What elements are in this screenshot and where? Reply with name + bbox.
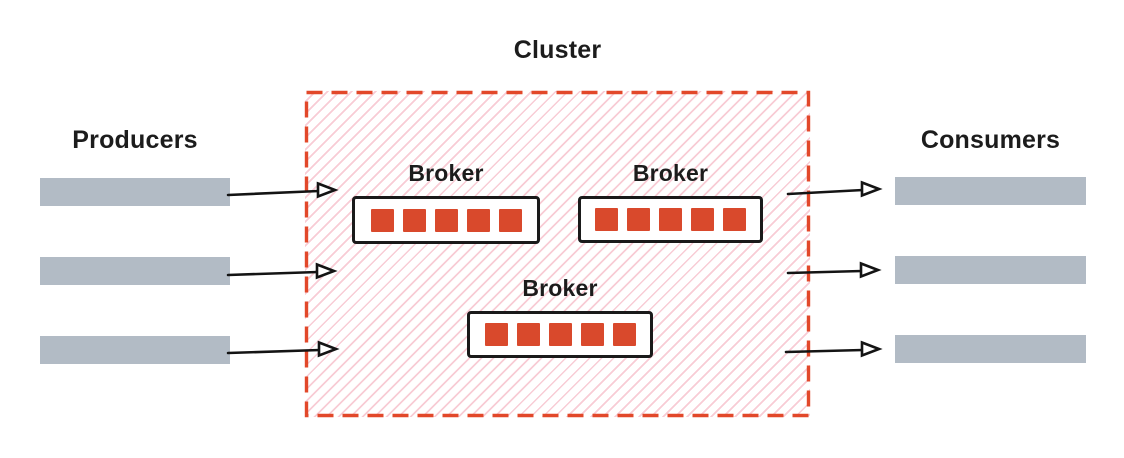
broker-0-node (352, 196, 540, 244)
arrow-head-icon (859, 261, 882, 279)
partition-icon (548, 323, 572, 346)
producers-label: Producers (72, 126, 198, 154)
partition-icon (434, 208, 458, 232)
producer-lanes (40, 178, 230, 364)
partition-icon (402, 208, 426, 232)
partition-icon (723, 208, 746, 231)
partition-icon (691, 208, 714, 231)
producer-bar (40, 336, 230, 364)
arrow-head-icon (860, 180, 883, 198)
consumer-bar (895, 256, 1086, 284)
partition-icon (498, 208, 522, 232)
consumer-bar (895, 177, 1086, 205)
consumer-bar (895, 335, 1086, 363)
partition-icon (612, 323, 636, 346)
arrow-head-icon (860, 340, 883, 358)
partition-icon (627, 208, 650, 231)
producer-bar (40, 178, 230, 206)
partition-icon (516, 323, 540, 346)
partition-icon (484, 323, 508, 346)
broker-1-node (578, 196, 763, 243)
partition-icon (595, 208, 618, 231)
cluster-region (305, 91, 810, 417)
producer-bar (40, 257, 230, 285)
consumer-lanes (895, 177, 1086, 363)
broker-0-label: Broker (408, 160, 484, 186)
consumers-label: Consumers (920, 126, 1061, 154)
partition-icon (466, 208, 490, 232)
partition-icon (659, 208, 682, 231)
partition-icon (370, 208, 394, 232)
partition-icon (580, 323, 604, 346)
broker-2-node (467, 311, 653, 358)
broker-1-label: Broker (632, 160, 709, 186)
cluster-title: Cluster (513, 36, 602, 64)
broker-2-label: Broker (522, 275, 598, 301)
